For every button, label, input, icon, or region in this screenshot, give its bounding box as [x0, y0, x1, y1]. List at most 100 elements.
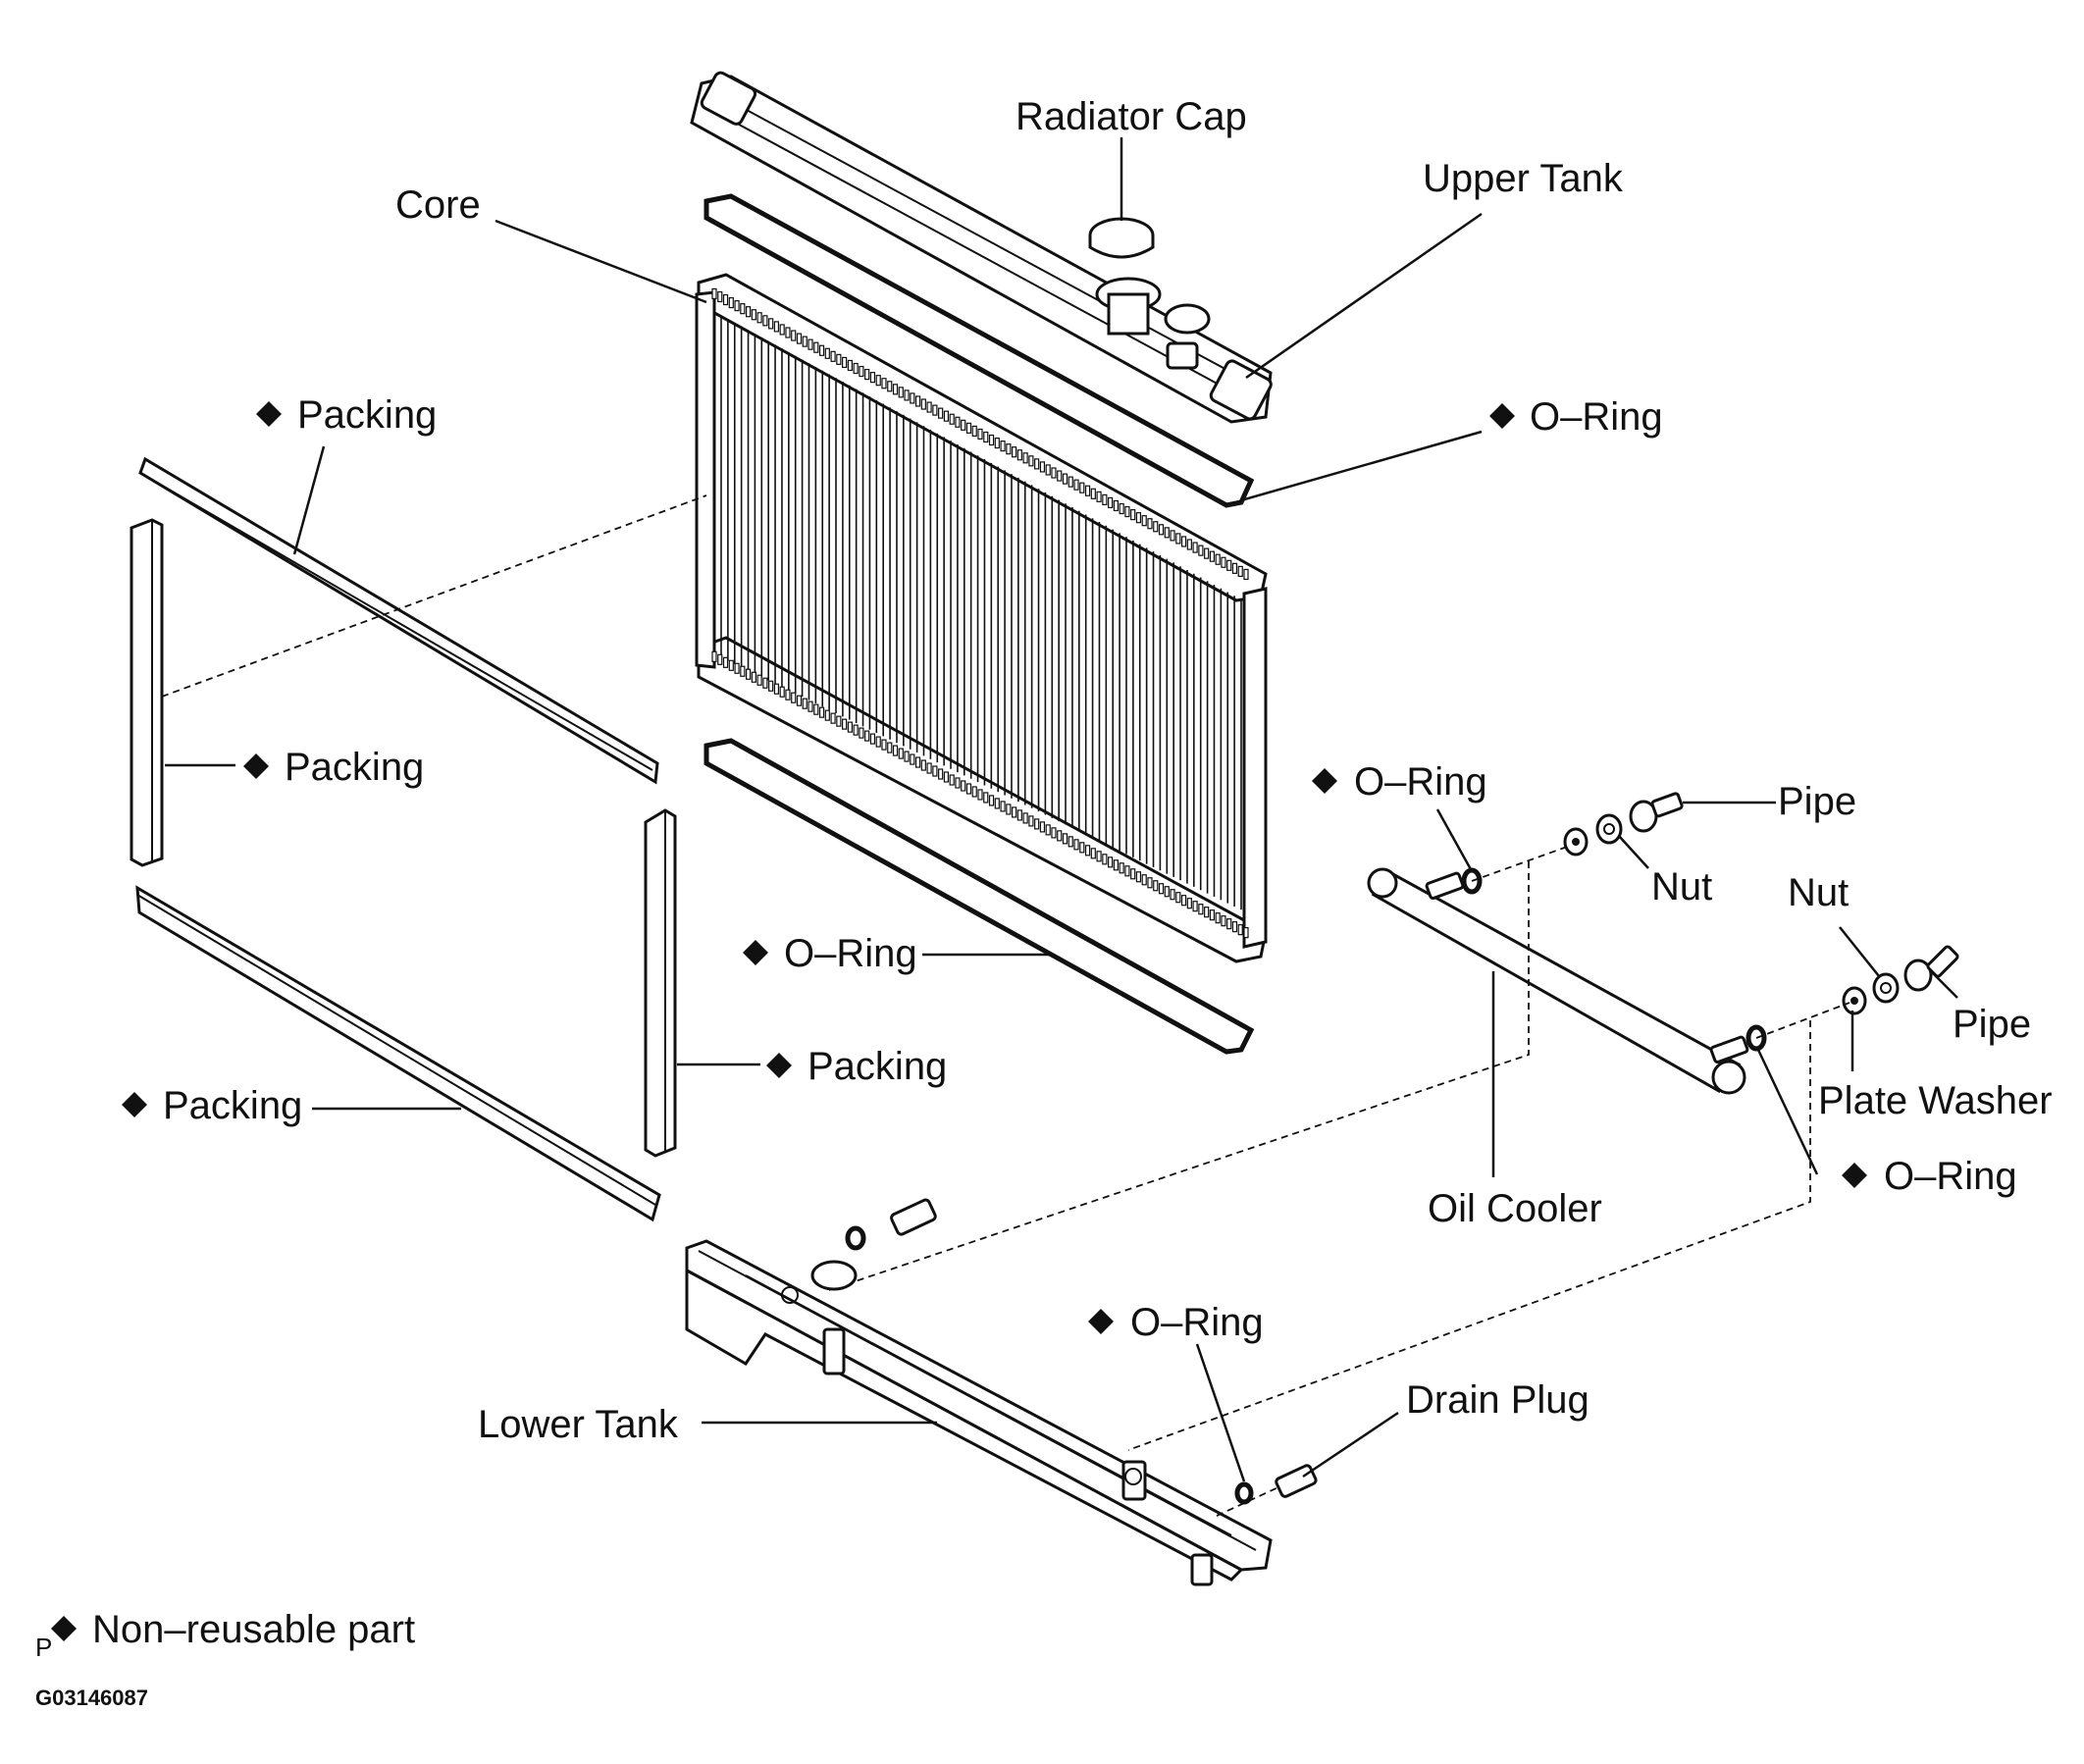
header-tooth — [1006, 804, 1012, 815]
header-tooth — [1022, 812, 1028, 824]
header-tooth — [847, 359, 853, 372]
header-tooth — [717, 653, 723, 665]
non-reusable-icon — [1312, 768, 1337, 794]
header-tooth — [768, 680, 774, 692]
header-tooth — [965, 422, 972, 434]
header-tooth — [1221, 556, 1226, 568]
header-tooth — [734, 662, 740, 674]
header-tooth — [869, 733, 876, 745]
header-tooth — [824, 347, 830, 359]
header-tooth — [830, 712, 836, 724]
leader-lines — [165, 137, 1958, 1482]
non-reusable-icon — [1088, 1309, 1114, 1334]
radiator-cap — [1088, 217, 1155, 259]
header-tooth — [1198, 904, 1204, 915]
label-radiator-cap: Radiator Cap — [1016, 95, 1247, 138]
header-tooth — [932, 765, 938, 777]
header-tooth — [887, 742, 893, 753]
header-tooth — [864, 730, 870, 742]
header-tooth — [1113, 859, 1119, 871]
header-tooth — [813, 703, 819, 715]
header-tooth — [1062, 833, 1068, 845]
header-tooth — [785, 689, 791, 700]
header-tooth — [1130, 868, 1136, 880]
header-tooth — [1226, 559, 1232, 571]
header-tooth — [751, 309, 756, 321]
header-tooth — [853, 724, 859, 736]
header-tooth — [1079, 482, 1085, 493]
oil-cooler-dash-vert — [828, 861, 1530, 1291]
header-tooth — [773, 683, 780, 695]
header-tooth — [1141, 515, 1147, 527]
header-tooth — [1096, 851, 1102, 862]
header-tooth — [717, 290, 723, 303]
header-tooth — [1034, 458, 1040, 470]
header-tooth — [1209, 909, 1216, 921]
header-tooth — [1170, 889, 1175, 901]
header-tooth — [971, 425, 977, 438]
header-tooth — [887, 381, 893, 392]
header-tooth — [813, 341, 819, 353]
header-tooth — [1113, 499, 1119, 512]
header-tooth — [1147, 518, 1153, 530]
lower-pipe-dash — [1755, 1002, 1850, 1039]
header-tooth — [881, 378, 887, 389]
header-tooth — [722, 293, 729, 306]
packing-bottom-strip — [135, 885, 661, 1222]
header-tooth — [728, 296, 734, 309]
header-tooth — [1102, 493, 1108, 505]
header-tooth — [1215, 912, 1221, 924]
lower-tank — [685, 1239, 1273, 1586]
header-tooth — [1226, 918, 1232, 930]
upper-tank — [690, 71, 1273, 424]
header-tooth — [1209, 550, 1216, 562]
header-tooth — [1186, 898, 1192, 909]
header-tooth — [1000, 801, 1006, 812]
legend-text: Non–reusable part — [92, 1608, 415, 1651]
header-tooth — [1231, 921, 1238, 933]
header-tooth — [1119, 502, 1124, 515]
header-tooth — [955, 416, 961, 428]
header-tooth — [1124, 505, 1130, 518]
header-tooth — [1192, 542, 1198, 553]
header-tooth — [910, 753, 915, 765]
drain-plug — [1275, 1464, 1318, 1498]
header-tooth — [1198, 545, 1204, 556]
header-tooth — [898, 387, 904, 398]
header-tooth — [1045, 824, 1051, 836]
header-tooth — [1039, 821, 1046, 833]
header-tooth — [1102, 854, 1108, 865]
header-tooth — [1164, 527, 1170, 539]
header-tooth — [938, 768, 944, 780]
header-tooth — [1180, 536, 1187, 547]
upper-pipe-dash — [1471, 845, 1571, 882]
header-tooth — [1175, 533, 1181, 545]
header-tooth — [791, 330, 797, 341]
header-tooth — [1237, 924, 1243, 936]
header-tooth — [1045, 464, 1051, 476]
label-o-ring-upper: O–Ring — [1530, 395, 1663, 439]
label-upper-tank: Upper Tank — [1423, 157, 1624, 200]
header-tooth — [1084, 845, 1091, 856]
header-tooth — [994, 437, 1000, 449]
label-core: Core — [395, 183, 481, 227]
header-tooth — [1016, 809, 1022, 821]
header-tooth — [711, 650, 717, 662]
label-nut-lower: Nut — [1788, 871, 1849, 914]
header-tooth — [971, 786, 977, 798]
header-tooth — [1215, 553, 1221, 565]
header-tooth — [859, 365, 864, 378]
non-reusable-icon — [243, 753, 269, 779]
header-tooth — [1039, 461, 1046, 473]
label-packing-top: Packing — [297, 393, 437, 437]
header-tooth — [779, 324, 785, 336]
header-tooth — [740, 665, 746, 677]
label-lower-tank: Lower Tank — [478, 1403, 679, 1446]
header-tooth — [768, 318, 774, 330]
header-tooth — [818, 706, 825, 718]
header-tooth — [1135, 871, 1142, 883]
header-tooth — [853, 362, 859, 375]
header-tooth — [1164, 886, 1170, 898]
non-reusable-icon — [1489, 403, 1515, 429]
header-tooth — [762, 677, 768, 689]
